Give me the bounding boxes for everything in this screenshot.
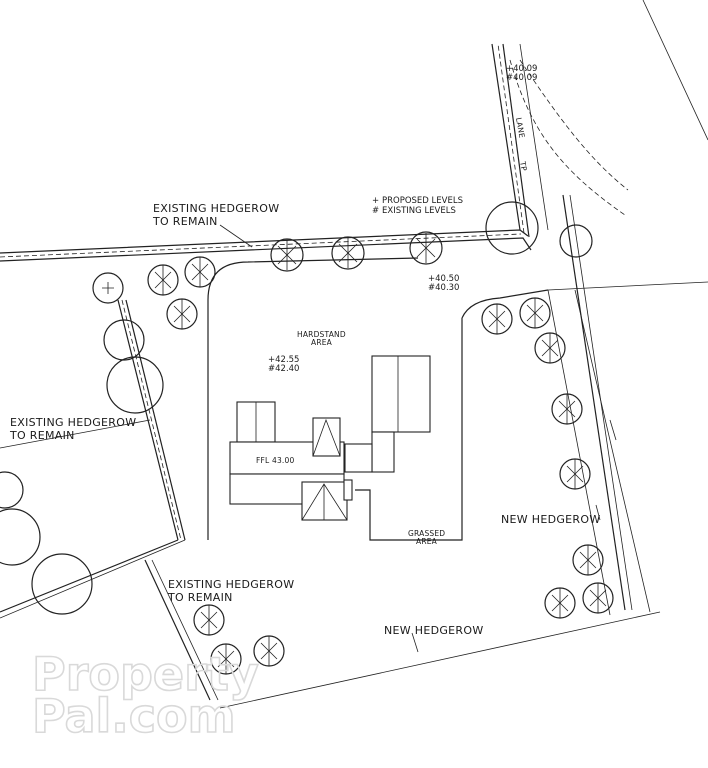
grassed-area-label: GRASSED: [408, 529, 445, 538]
tree: [270, 238, 304, 272]
tree: [485, 201, 539, 255]
tree: [193, 604, 225, 636]
tp-label: TP: [518, 160, 529, 172]
lane-edges: [509, 59, 629, 216]
existing-hedgerow-top: [0, 43, 549, 262]
existing-hedgerow-left-label: EXISTING HEDGEROW: [10, 416, 136, 429]
drive-proposed-level: +40.50: [428, 274, 459, 284]
house-footprint: [229, 355, 431, 521]
svg-text:Property: Property: [32, 647, 259, 701]
legend-proposed-text: PROPOSED LEVELS: [382, 196, 463, 206]
tree: [0, 508, 41, 566]
tree: [582, 582, 614, 614]
propertypal-watermark: Property Pal.com: [31, 646, 259, 744]
tree: [534, 332, 566, 364]
ffl-label: FFL 43.00: [256, 456, 294, 465]
legend-existing-text: EXISTING LEVELS: [382, 206, 456, 216]
tree: [31, 553, 93, 615]
tree: [210, 643, 242, 675]
tree: [544, 587, 576, 619]
legend-proposed-symbol: +: [372, 196, 379, 206]
new-hedgerow-right-label: NEW HEDGEROW: [501, 513, 601, 526]
existing-hedgerow-left: [0, 299, 186, 619]
tree: [184, 256, 216, 288]
hardstand-outline: [207, 257, 549, 541]
existing-hedgerow-left-label: TO REMAIN: [9, 429, 75, 442]
tree: [103, 319, 145, 361]
legend-existing-symbol: #: [372, 206, 379, 216]
tree: [481, 303, 513, 335]
house-existing-level: #42.40: [268, 364, 299, 374]
site-boundary-line: [219, 611, 661, 709]
existing-hedgerow-bottom: [144, 559, 219, 701]
leader-line: [595, 504, 601, 521]
existing-hedgerow-top-label: EXISTING HEDGEROW: [153, 202, 279, 215]
house-proposed-level: +42.55: [268, 355, 299, 365]
tree: [0, 471, 24, 509]
tree: [331, 236, 365, 270]
trees: [0, 201, 614, 675]
tree: [559, 458, 591, 490]
existing-hedgerow-bottom-label: TO REMAIN: [167, 591, 233, 604]
tree: [519, 297, 551, 329]
levels-legend: + PROPOSED LEVELS # EXISTING LEVELS: [372, 196, 463, 216]
tree: [253, 635, 285, 667]
existing-hedgerow-top-label: TO REMAIN: [152, 215, 218, 228]
tree: [147, 264, 179, 296]
tree: [409, 231, 443, 265]
site-boundary-line: [547, 281, 708, 291]
existing-hedgerow-bottom-label: EXISTING HEDGEROW: [168, 578, 294, 591]
drive-existing-level: #40.30: [428, 283, 459, 293]
tree: [572, 544, 604, 576]
grassed-area-label: AREA: [416, 537, 438, 546]
site-boundary-line: [642, 0, 708, 141]
hardstand-area-label: AREA: [311, 338, 333, 347]
tree: [551, 393, 583, 425]
tree: [106, 356, 164, 414]
tree: [166, 298, 198, 330]
tree: [559, 224, 593, 258]
new-hedgerow-bottom-label: NEW HEDGEROW: [384, 624, 484, 637]
lane-label: LANE: [514, 117, 526, 139]
tree: [92, 272, 124, 304]
leader-line: [411, 632, 419, 653]
hardstand-area-label: HARDSTAND: [297, 330, 346, 339]
site-boundary-line: [0, 419, 151, 449]
lane-existing-level: #40.09: [506, 73, 537, 83]
right-hedgerow: [547, 194, 651, 616]
leader-line: [219, 224, 253, 248]
svg-text:Pal.com: Pal.com: [32, 689, 236, 743]
lane-proposed-level: +40.09: [506, 64, 537, 74]
